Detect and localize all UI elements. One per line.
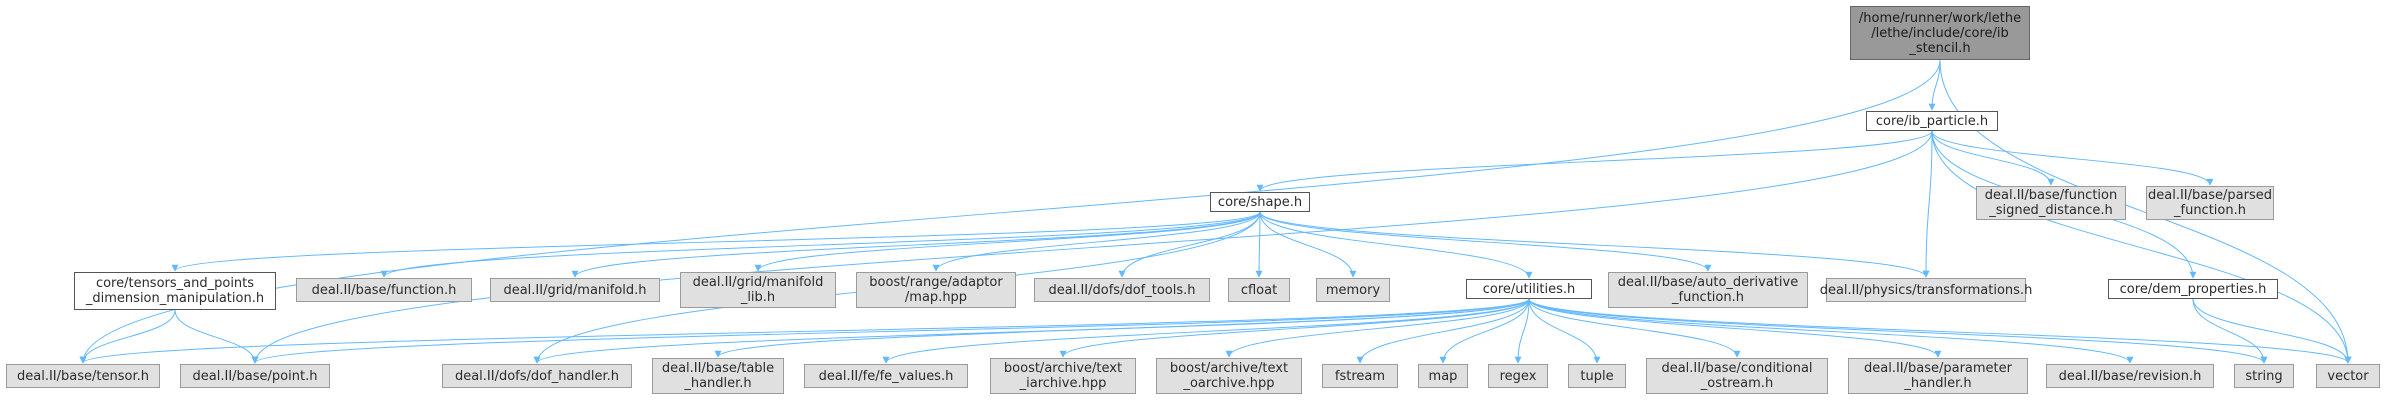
edge-ib_particle-to-signed_distance xyxy=(1931,130,2055,186)
node-tensors-and-points[interactable]: core/tensors_and_points _dimension_manip… xyxy=(74,272,276,310)
node-revision[interactable]: deal.II/base/revision.h xyxy=(2046,364,2214,388)
node-table-handler[interactable]: deal.II/base/table _handler.h xyxy=(652,358,784,394)
edge-utilities-to-tensor xyxy=(79,298,1530,364)
node-manifold-lib[interactable]: deal.II/grid/manifold _lib.h xyxy=(680,272,836,308)
node-cfloat[interactable]: cfloat xyxy=(1228,278,1290,302)
node-dem-properties[interactable]: core/dem_properties.h xyxy=(2108,279,2278,299)
edge-dem_properties-to-vector xyxy=(2192,298,2352,364)
edge-utilities-to-conditional_ostream xyxy=(1528,298,1741,358)
edge-shape-to-auto_derivative xyxy=(1259,211,1712,272)
node-base-function[interactable]: deal.II/base/function.h xyxy=(296,278,472,302)
edge-ib_particle-to-transformations xyxy=(1922,130,1933,278)
edges-layer xyxy=(79,59,2352,364)
edge-shape-to-tensors xyxy=(171,211,1261,272)
edge-dem_properties-to-string xyxy=(2192,298,2268,364)
node-function-signed-distance[interactable]: deal.II/base/function _signed_distance.h xyxy=(1976,186,2126,220)
node-fstream[interactable]: fstream xyxy=(1322,364,1398,388)
edge-utilities-to-parameter_handler xyxy=(1528,298,1942,358)
node-auto-derivative-function[interactable]: deal.II/base/auto_derivative _function.h xyxy=(1608,272,1808,308)
edge-ib_particle-to-shape xyxy=(1256,130,1933,192)
node-shape[interactable]: core/shape.h xyxy=(1210,192,1310,212)
node-tuple[interactable]: tuple xyxy=(1568,364,1626,388)
node-parsed-function[interactable]: deal.II/base/parsed _function.h xyxy=(2146,186,2274,220)
node-point[interactable]: deal.II/base/point.h xyxy=(180,364,330,388)
edge-shape-to-cfloat xyxy=(1255,211,1263,278)
node-dof-tools[interactable]: deal.II/dofs/dof_tools.h xyxy=(1034,278,1210,302)
node-root-file: /home/runner/work/lethe /lethe/include/c… xyxy=(1850,6,2030,60)
edge-tensors-to-tensor xyxy=(79,309,176,364)
node-conditional-ostream[interactable]: deal.II/base/conditional _ostream.h xyxy=(1646,358,1828,394)
node-transformations[interactable]: deal.II/physics/transformations.h xyxy=(1820,278,2032,302)
edge-utilities-to-dof_handler xyxy=(533,298,1530,364)
node-fe-values[interactable]: deal.II/fe/fe_values.h xyxy=(804,364,968,388)
edge-shape-to-boost_map xyxy=(932,211,1261,272)
edge-utilities-to-oarchive xyxy=(1225,298,1530,358)
edge-shape-to-manifold_lib xyxy=(754,211,1261,272)
node-ib-particle[interactable]: core/ib_particle.h xyxy=(1866,111,1998,131)
node-string[interactable]: string xyxy=(2234,364,2294,388)
edge-utilities-to-tuple xyxy=(1528,298,1601,364)
edge-utilities-to-point xyxy=(251,298,1530,364)
node-text-iarchive[interactable]: boost/archive/text _iarchive.hpp xyxy=(990,358,1136,394)
node-text-oarchive[interactable]: boost/archive/text _oarchive.hpp xyxy=(1156,358,1302,394)
node-vector[interactable]: vector xyxy=(2316,364,2380,388)
edge-tensors-to-point xyxy=(174,309,259,364)
edge-utilities-to-revision xyxy=(1528,298,2134,364)
edge-utilities-to-map xyxy=(1439,298,1530,364)
edge-utilities-to-fe_values xyxy=(882,298,1530,364)
edge-shape-to-memory xyxy=(1259,211,1357,278)
node-map[interactable]: map xyxy=(1418,364,1468,388)
edge-ib_particle-to-point xyxy=(251,130,1933,364)
edge-shape-to-base_function xyxy=(380,211,1261,278)
node-memory[interactable]: memory xyxy=(1316,278,1390,302)
node-parameter-handler[interactable]: deal.II/base/parameter _handler.h xyxy=(1848,358,2028,394)
node-tensor[interactable]: deal.II/base/tensor.h xyxy=(6,364,160,388)
edge-shape-to-transformations xyxy=(1259,211,1930,278)
edge-utilities-to-vector xyxy=(1528,298,2352,364)
node-boost-map[interactable]: boost/range/adaptor /map.hpp xyxy=(856,272,1016,308)
node-regex[interactable]: regex xyxy=(1488,364,1548,388)
edge-utilities-to-regex xyxy=(1514,298,1530,364)
edge-utilities-to-iarchive xyxy=(1059,298,1530,358)
edge-utilities-to-fstream xyxy=(1356,298,1530,364)
node-grid-manifold[interactable]: deal.II/grid/manifold.h xyxy=(490,278,660,302)
edge-ib_particle-to-vector xyxy=(1931,130,2352,364)
node-utilities[interactable]: core/utilities.h xyxy=(1466,279,1592,299)
edge-utilities-to-table_handler xyxy=(714,298,1530,358)
edge-shape-to-grid_manifold xyxy=(571,211,1261,278)
node-dof-handler[interactable]: deal.II/dofs/dof_handler.h xyxy=(442,364,632,388)
edge-utilities-to-string xyxy=(1528,298,2268,364)
edge-shape-to-utilities xyxy=(1259,211,1533,279)
edge-ib_particle-to-parsed_function xyxy=(1931,130,2214,186)
